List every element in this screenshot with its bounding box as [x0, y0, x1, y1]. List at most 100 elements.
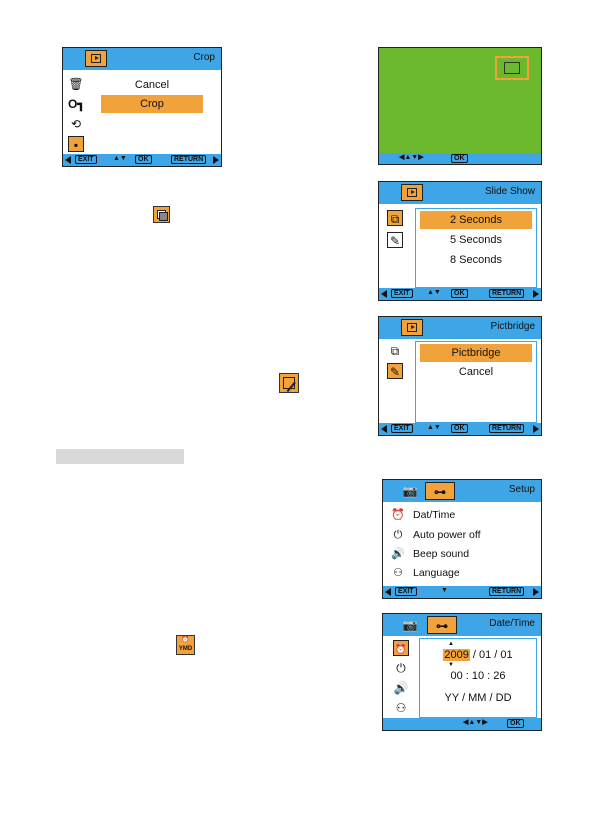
datetime-icon: ⏰YMD [176, 635, 195, 655]
setup-title: Setup [508, 484, 535, 495]
slideshow-icon [153, 206, 170, 223]
date-rest-field[interactable]: / 01 / 01 [472, 649, 513, 661]
setup-tab[interactable]: ⊶ [425, 482, 455, 500]
rotate-icon[interactable]: ⟲ [70, 117, 82, 131]
setup-item-label: Beep sound [413, 548, 470, 560]
left-arrow-icon [381, 425, 387, 433]
preview-footer: ◀▲▼▶ OK [379, 153, 541, 164]
datetime-footer: ◀▲▼▶ OK [383, 718, 541, 730]
trash-icon[interactable]: 🗑 [68, 77, 84, 91]
setup-tab[interactable]: ⊶ [427, 616, 457, 634]
slideshow-footer: EXIT ▲▼ OK RETURN [379, 288, 541, 300]
datetime-side-icon[interactable]: ⏰ [393, 640, 409, 656]
key-icon[interactable]: O┓ [68, 97, 85, 111]
exit-button[interactable]: EXIT [75, 155, 97, 164]
setup-item-label: Auto power off [413, 529, 481, 541]
speaker-side-icon[interactable]: 🔊 [393, 681, 409, 695]
return-button[interactable]: RETURN [489, 587, 525, 596]
pictbridge-title: Pictbridge [490, 321, 535, 332]
ok-button[interactable]: OK [451, 424, 468, 433]
speaker-icon: 🔊 [391, 548, 405, 560]
pictbridge-header: Pictbridge [379, 317, 541, 339]
updown-arrows-icon: ▲▼ [427, 289, 441, 296]
section-heading-bar [56, 449, 184, 464]
up-arrow-icon: ▲ [448, 641, 454, 647]
language-icon: ⚇ [393, 567, 403, 579]
crop-frame[interactable] [495, 56, 529, 80]
datetime-panel: ▲ 2009 / 01 / 01 ▼ 00 : 10 : 26 YY / MM … [419, 638, 537, 718]
return-button[interactable]: RETURN [489, 289, 525, 298]
camera-tab[interactable]: 📷 [402, 484, 418, 498]
exit-button[interactable]: EXIT [395, 587, 417, 596]
setup-item-language[interactable]: ⚇ Language [389, 565, 460, 581]
crop-header: Crop [63, 48, 221, 70]
ok-button[interactable]: OK [451, 289, 468, 298]
crop-title: Crop [193, 52, 215, 63]
ok-button[interactable]: OK [135, 155, 152, 164]
setup-screen: 📷 ⊶ Setup ⏰ Dat/Time ⏻ Auto power off 🔊 Bee… [382, 479, 542, 599]
return-button[interactable]: RETURN [489, 424, 525, 433]
language-side-icon[interactable]: ⚇ [395, 701, 407, 715]
crop-screen: Crop 🗑 O┓ ⟲ ▪ Cancel Crop EXIT ▲▼ OK RET… [62, 47, 222, 167]
updown-arrows-icon: ▲▼ [427, 424, 441, 431]
down-arrow-icon: ▼ [448, 662, 454, 668]
slideshow-title: Slide Show [484, 186, 535, 197]
play-icon [407, 323, 417, 332]
power-icon: ⏻ [393, 529, 403, 541]
datetime-header: 📷 ⊶ Date/Time [383, 614, 541, 636]
setup-item-beep-sound[interactable]: 🔊 Beep sound [389, 546, 469, 562]
pictbridge-options-panel: Pictbridge Cancel [415, 341, 537, 423]
slideshow-header: Slide Show [379, 182, 541, 204]
pictbridge-icon [279, 373, 299, 393]
datetime-icon: ⏰ [391, 509, 405, 521]
slideshow-options-panel: 2 Seconds 5 Seconds 8 Seconds [415, 208, 537, 288]
exit-button[interactable]: EXIT [391, 289, 413, 298]
pictbridge-option-pictbridge[interactable]: Pictbridge [420, 344, 532, 362]
crop-preview-screen: ◀▲▼▶ OK [378, 47, 542, 165]
power-side-icon[interactable]: ⏻ [396, 661, 406, 675]
slideshow-option-2s[interactable]: 2 Seconds [420, 211, 532, 229]
date-format-field[interactable]: YY / MM / DD [444, 692, 512, 704]
crop-icon[interactable]: ▪ [68, 136, 84, 152]
datetime-ok-button[interactable]: OK [507, 719, 524, 728]
pictbridge-side-icon[interactable]: ✎ [387, 232, 403, 248]
slideshow-option-5s[interactable]: 5 Seconds [450, 234, 502, 246]
direction-arrows-icon: ◀▲▼▶ [463, 719, 488, 726]
slideshow-side-icon[interactable]: ⧉ [390, 344, 400, 358]
year-field[interactable]: 2009 [443, 649, 470, 661]
setup-item-auto-power-off[interactable]: ⏻ Auto power off [389, 527, 481, 543]
right-arrow-icon [533, 588, 539, 596]
playback-tab[interactable] [401, 184, 423, 201]
datetime-title: Date/Time [489, 618, 535, 629]
slideshow-side-icon[interactable]: ⧉ [387, 210, 403, 226]
crop-footer: EXIT ▲▼ OK RETURN [63, 154, 221, 166]
play-icon [407, 188, 417, 197]
down-arrow-icon: ▼ [441, 587, 448, 594]
crop-option-crop[interactable]: Crop [101, 95, 203, 113]
left-arrow-icon [381, 290, 387, 298]
crop-option-cancel[interactable]: Cancel [134, 79, 170, 91]
setup-item-label: Language [413, 567, 460, 579]
preview-ok-button[interactable]: OK [451, 154, 468, 163]
time-field[interactable]: 00 : 10 : 26 [450, 670, 506, 682]
slideshow-screen: Slide Show ⧉ ✎ 2 Seconds 5 Seconds 8 Sec… [378, 181, 542, 301]
pictbridge-side-icon[interactable]: ✎ [387, 363, 403, 379]
exit-button[interactable]: EXIT [391, 424, 413, 433]
return-button[interactable]: RETURN [171, 155, 207, 164]
setup-item-datetime[interactable]: ⏰ Dat/Time [389, 507, 455, 523]
playback-tab[interactable] [85, 50, 107, 67]
slideshow-option-8s[interactable]: 8 Seconds [450, 254, 502, 266]
play-icon [91, 54, 101, 63]
pictbridge-option-cancel[interactable]: Cancel [458, 366, 494, 378]
playback-tab[interactable] [401, 319, 423, 336]
camera-tab[interactable]: 📷 [402, 618, 418, 632]
setup-header: 📷 ⊶ Setup [383, 480, 541, 502]
direction-arrows-icon: ◀▲▼▶ [399, 154, 424, 161]
right-arrow-icon [213, 156, 219, 164]
left-arrow-icon [65, 156, 71, 164]
datetime-screen: 📷 ⊶ Date/Time ⏰ ⏻ 🔊 ⚇ ▲ 2009 / 01 / 01 ▼… [382, 613, 542, 731]
setup-item-label: Dat/Time [413, 509, 456, 521]
date-line: 2009 / 01 / 01 [420, 649, 536, 661]
pictbridge-screen: Pictbridge ⧉ ✎ Pictbridge Cancel EXIT ▲▼… [378, 316, 542, 436]
left-arrow-icon [385, 588, 391, 596]
